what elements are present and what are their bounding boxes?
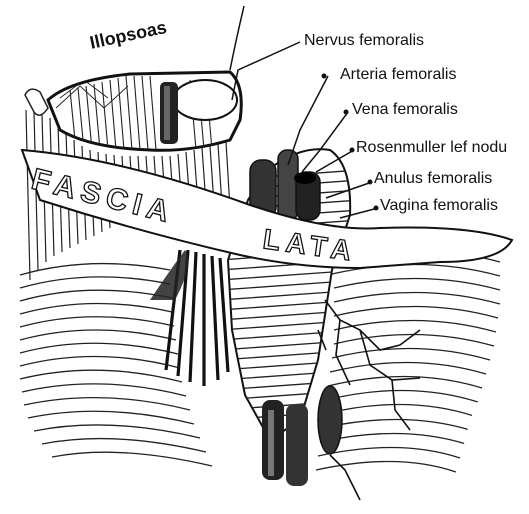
label-rosenmuller-node: Rosenmuller lef nodu xyxy=(356,140,507,156)
label-arteria-femoralis: Arteria femoralis xyxy=(340,67,456,83)
label-nervus-femoralis: Nervus femoralis xyxy=(304,33,424,49)
label-vena-femoralis: Vena femoralis xyxy=(352,102,458,118)
lymph-strand xyxy=(150,250,188,300)
label-vagina-femoralis: Vagina femoralis xyxy=(380,198,498,214)
iliopsoas-muscle xyxy=(48,72,241,150)
label-anulus-femoralis: Anulus femoralis xyxy=(374,171,492,187)
